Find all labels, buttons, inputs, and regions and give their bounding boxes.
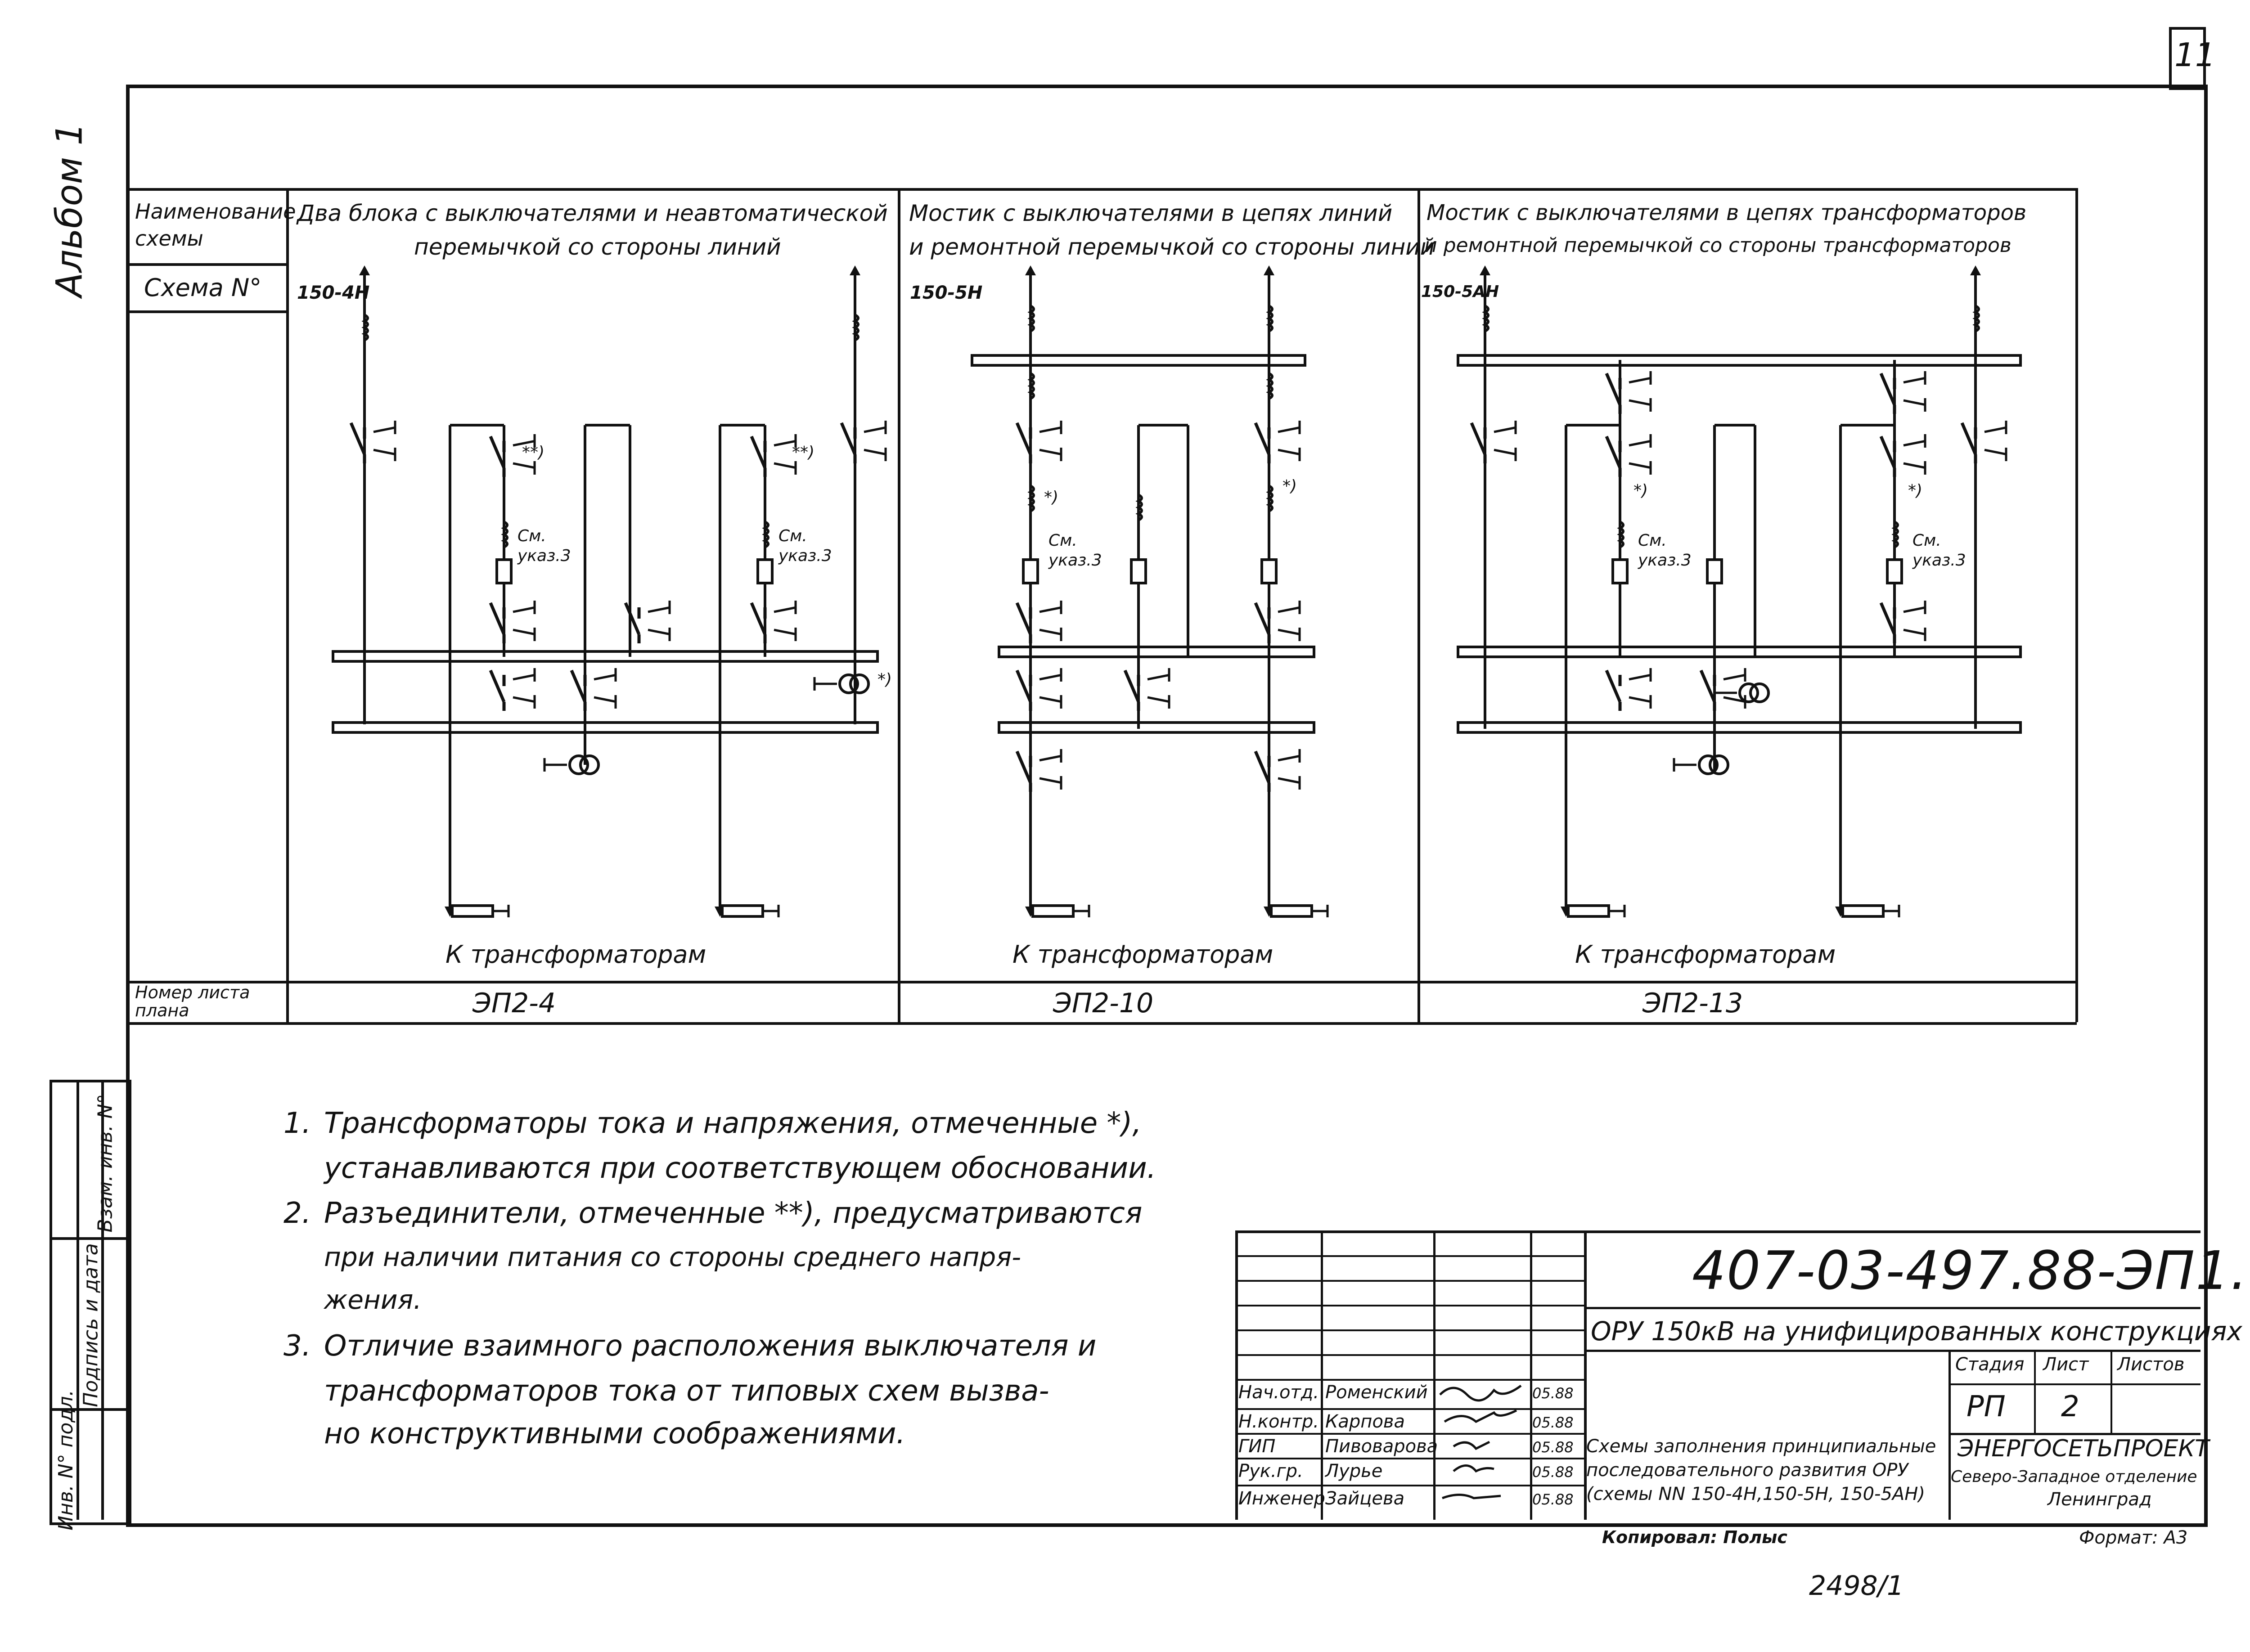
note-2-num: 2. <box>284 1197 311 1230</box>
scheme1-diagram <box>332 265 886 917</box>
person-name-5: Зайцева <box>1325 1488 1405 1509</box>
sheet-label: Лист <box>2043 1354 2089 1375</box>
scheme1-note-ref-2: См. указ.3 <box>778 527 832 565</box>
scheme3-title-line1: Мостик с выключателями в цепях трансформ… <box>1426 200 2027 225</box>
scheme1-bottom-label: К трансформаторам <box>446 940 706 969</box>
person-role-2: Н.контр. <box>1238 1411 1319 1432</box>
drawing-title-line1: Схемы заполнения принципиальные <box>1586 1436 1936 1457</box>
mark-double-star-1: **) <box>522 443 545 462</box>
scheme1-title-line1: Два блока с выключателями и неавтоматиче… <box>297 200 888 226</box>
bottom-number: 2498/1 <box>1809 1570 1904 1602</box>
stage-label: Стадия <box>1955 1354 2025 1375</box>
note-2-line2: при наличии питания со стороны среднего … <box>324 1242 1022 1272</box>
person-date-5: 05.88 <box>1532 1491 1574 1508</box>
scheme1-sheet: ЭП2-4 <box>472 988 556 1019</box>
scheme3-sheet: ЭП2-13 <box>1642 988 1743 1019</box>
format: Формат: А3 <box>2079 1527 2188 1548</box>
stage-value: РП <box>1966 1390 2006 1423</box>
person-name-4: Лурье <box>1325 1461 1383 1481</box>
drawing-title-line3: (схемы NN 150-4Н,150-5Н, 150-5АН) <box>1586 1484 1925 1504</box>
mark-star-3: *) <box>1282 477 1297 495</box>
note-3-line2: трансформаторов тока от типовых схем выз… <box>324 1374 1049 1408</box>
mark-star-1: *) <box>878 670 892 689</box>
scheme2-bottom-label: К трансформаторам <box>1012 940 1274 969</box>
person-role-1: Нач.отд. <box>1238 1382 1319 1403</box>
scheme2-diagram <box>971 265 1328 917</box>
note-1-line2: устанавливаются при соответствующем обос… <box>324 1152 1156 1185</box>
note-3-line1: Отличие взаимного расположения выключате… <box>324 1329 1097 1363</box>
scheme3-bottom-label: К трансформаторам <box>1575 940 1836 969</box>
person-name-1: Роменский <box>1325 1382 1428 1403</box>
scheme2-title-line1: Мостик с выключателями в цепях линий <box>909 200 1393 226</box>
scheme2-note-ref: См. указ.3 <box>1048 531 1102 570</box>
corner-sheet-number: 11 <box>2174 36 2216 74</box>
note-1-line1: Трансформаторы тока и напряжения, отмече… <box>324 1107 1142 1140</box>
scheme3-note-ref: См. указ.3 <box>1638 531 1692 570</box>
org-branch: Северо-Западное отделение <box>1951 1468 2197 1486</box>
note-3-num: 3. <box>284 1329 311 1363</box>
sheets-label: Листов <box>2117 1354 2185 1375</box>
org-city: Ленинград <box>2048 1489 2152 1510</box>
scheme3-title-line2: и ремонтной перемычкой со стороны трансф… <box>1424 234 2012 257</box>
note-2-line3: жения. <box>324 1284 422 1315</box>
note-2-line1: Разъединители, отмеченные **), предусмат… <box>324 1197 1143 1230</box>
mark-star-5: *) <box>1908 481 1923 500</box>
scheme2-code: 150-5Н <box>910 283 983 303</box>
person-date-4: 05.88 <box>1532 1463 1574 1481</box>
mark-star-2: *) <box>1044 488 1059 507</box>
table-sheet-label: Номер листа плана <box>135 983 250 1020</box>
scheme2-sheet: ЭП2-10 <box>1053 988 1154 1019</box>
drawing-frame <box>126 85 2208 1527</box>
project-title: ОРУ 150кВ на унифицированных конструкция… <box>1591 1316 2242 1347</box>
note-3-line3: но конструктивными соображениями. <box>324 1417 905 1450</box>
scheme2-title-line2: и ремонтной перемычкой со стороны линий <box>909 234 1435 260</box>
scheme3-diagram <box>1457 265 2022 917</box>
person-name-2: Карпова <box>1325 1411 1405 1432</box>
person-name-3: Пивоварова <box>1325 1436 1438 1457</box>
person-date-2: 05.88 <box>1532 1414 1574 1431</box>
person-role-4: Рук.гр. <box>1238 1461 1303 1481</box>
corner-sheet-box <box>2169 27 2206 90</box>
signatures <box>1439 1384 1522 1499</box>
person-role-3: ГИП <box>1238 1436 1276 1457</box>
note-1-num: 1. <box>284 1107 311 1140</box>
table-scheme-label: Схема N° <box>144 274 262 302</box>
org-name: ЭНЕРГОСЕТЬПРОЕКТ <box>1958 1435 2210 1462</box>
mark-double-star-2: **) <box>792 443 815 462</box>
table-name-label: Наименование схемы <box>135 199 296 251</box>
person-date-3: 05.88 <box>1532 1439 1574 1456</box>
person-date-1: 05.88 <box>1532 1385 1574 1402</box>
sheet-value: 2 <box>2061 1390 2079 1423</box>
scheme1-title-line2: перемычкой со стороны линий <box>414 234 781 260</box>
scheme1-code: 150-4Н <box>297 283 370 303</box>
mark-star-4: *) <box>1634 481 1648 500</box>
copied-by: Копировал: Полыс <box>1602 1527 1787 1547</box>
doc-code: 407-03-497.88-ЭП1.СМ <box>1692 1239 2250 1302</box>
scheme1-note-ref: См. указ.3 <box>518 527 571 565</box>
side-stamp <box>50 1080 131 1525</box>
person-role-5: Инженер <box>1238 1488 1325 1509</box>
drawing-title-line2: последовательного развития ОРУ <box>1586 1460 1908 1481</box>
scheme3-note-ref-2: См. указ.3 <box>1912 531 1966 570</box>
